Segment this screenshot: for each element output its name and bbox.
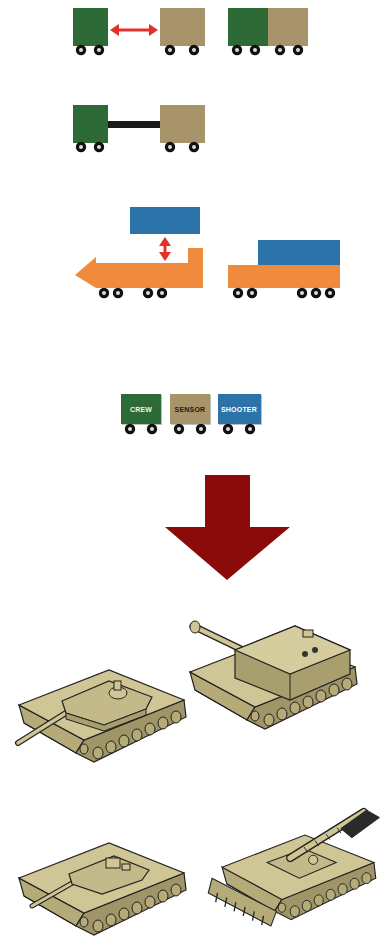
module-box: CREW [121,394,161,424]
chassis-row [258,240,340,265]
module-wheels [125,424,255,434]
tank-drawing [122,864,130,870]
howitzer-drawing [290,674,291,700]
module-join-row [232,45,242,55]
module-join-row [110,24,119,36]
mine-clearing-drawing [315,841,319,847]
howitzer-drawing [190,621,357,729]
mine-clearing-drawing [252,911,254,920]
module-wheels [223,424,233,434]
mine-clearing-drawing [326,834,330,840]
module-wheels [174,424,184,434]
module-join-row [160,8,205,46]
module-join-row [149,24,158,36]
mine-clearing-drawing [243,907,245,916]
module-join-row [189,45,199,55]
module-label: SENSOR [175,406,206,413]
module-box: SHOOTER [218,394,261,424]
tank-drawing [66,709,146,731]
mine-clearing-drawing [208,810,379,926]
module-wheels [245,424,255,434]
tank-drawing [19,843,186,935]
module-link-row [108,121,160,128]
module-link-row [160,105,205,143]
module-link-row [94,142,104,152]
chassis-row [130,207,200,234]
howitzer-drawing [312,647,318,653]
module-join-row [275,45,285,55]
module-link-row [165,142,175,152]
module-join-row [73,8,108,46]
mine-clearing-drawing [262,916,264,925]
tank-drawing [32,882,74,906]
tank-drawing [106,858,120,868]
mine-clearing-drawing [208,878,276,926]
mine-clearing-drawing [341,810,380,838]
howitzer-drawing [190,621,200,633]
module-link-row [76,142,86,152]
module-join-row [116,29,152,32]
mine-clearing-drawing [225,898,227,907]
module-join-row [76,45,86,55]
chassis-row [143,288,153,298]
chassis-row [311,288,321,298]
module-join-row [250,45,260,55]
mine-clearing-drawing [234,902,236,911]
chassis-row [99,288,109,298]
howitzer-drawing [303,630,313,637]
module-box: SENSOR [170,394,210,424]
module-join-row [73,8,308,55]
module-wheels [147,424,157,434]
mine-clearing-drawing [309,855,318,864]
chassis-row [75,207,340,298]
howitzer-drawing [235,626,350,700]
mine-clearing-drawing [216,893,264,925]
chassis-row [113,288,123,298]
module-label: CREW [130,406,152,413]
tank-drawing [114,681,121,690]
module-join-row [293,45,303,55]
module-label: SHOOTER [221,406,257,413]
chassis-row [159,237,171,246]
chassis-row [228,265,340,288]
tank-drawing [18,711,69,743]
mine-clearing-drawing [304,847,308,853]
tank-drawing [18,670,186,762]
tank-drawing [32,882,74,906]
chassis-row [157,288,167,298]
module-link-row [73,105,205,152]
chassis-row [247,288,257,298]
tank-drawing [18,711,69,743]
mine-clearing-drawing [337,828,341,834]
module-wheels [196,424,206,434]
chassis-row [297,288,307,298]
chassis-row [325,288,335,298]
module-join-row [228,8,268,46]
tank-drawing [19,670,186,762]
module-link-row [73,105,108,143]
module-wheels [125,424,135,434]
howitzer-drawing [302,651,308,657]
down-arrow [165,475,290,580]
chassis-row [233,288,243,298]
module-join-row [268,8,308,46]
module-join-row [94,45,104,55]
tank-drawing [19,843,186,935]
chassis-row [75,248,203,288]
tank-drawing [69,856,149,894]
mine-clearing-drawing [304,828,341,853]
module-link-row [189,142,199,152]
chassis-row [159,252,171,261]
mine-clearing-drawing [216,893,218,902]
howitzer-drawing [235,626,350,674]
module-join-row [165,45,175,55]
